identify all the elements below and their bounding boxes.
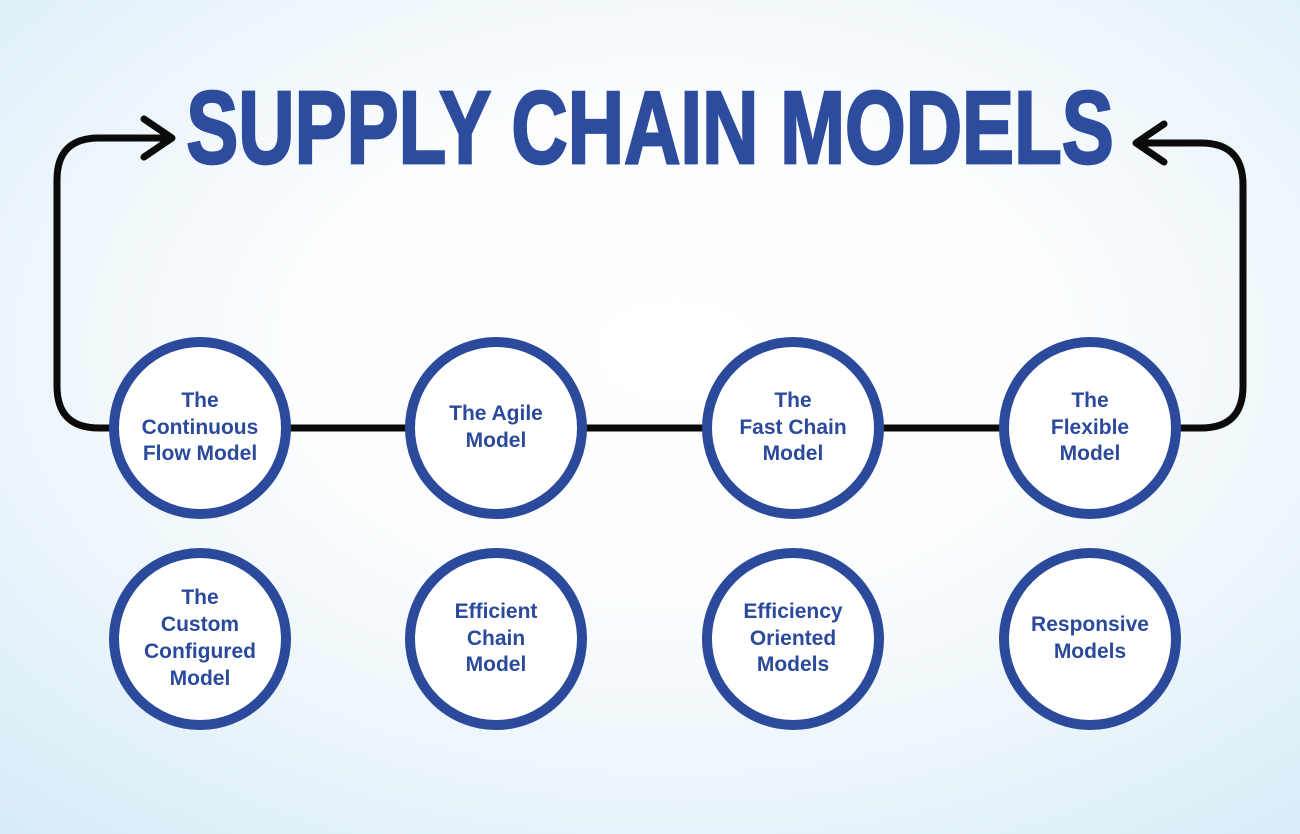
circle-the-continuous-flow-model: The Continuous Flow Model [109, 337, 291, 519]
node-label: The Continuous Flow Model [141, 388, 259, 466]
circle-the-fast-chain-model: The Fast Chain Model [702, 337, 884, 519]
circle-efficient-chain-model: Efficient Chain Model [405, 548, 587, 730]
node-label: The Agile Model [449, 402, 543, 452]
node-label: Efficiency Oriented Models [743, 599, 843, 677]
left-arrowhead-icon [140, 115, 176, 161]
node-label: Efficient Chain Model [454, 599, 538, 677]
circle-responsive-models: Responsive Models [999, 548, 1181, 730]
right-arrowhead-icon [1132, 120, 1168, 166]
connector-path [53, 134, 1247, 432]
circle-the-custom-configured-model: The Custom Configured Model [109, 548, 291, 730]
circle-efficiency-oriented-models: Efficiency Oriented Models [702, 548, 884, 730]
page-title: SUPPLY CHAIN MODELS [185, 68, 1115, 187]
node-label: The Flexible Model [1050, 388, 1130, 466]
circle-the-flexible-model: The Flexible Model [999, 337, 1181, 519]
node-label: Responsive Models [1031, 613, 1149, 663]
circle-the-agile-model: The Agile Model [405, 337, 587, 519]
node-label: The Custom Configured Model [144, 586, 256, 690]
title-container: SUPPLY CHAIN MODELS [0, 0, 1300, 187]
node-label: The Fast Chain Model [739, 388, 847, 466]
